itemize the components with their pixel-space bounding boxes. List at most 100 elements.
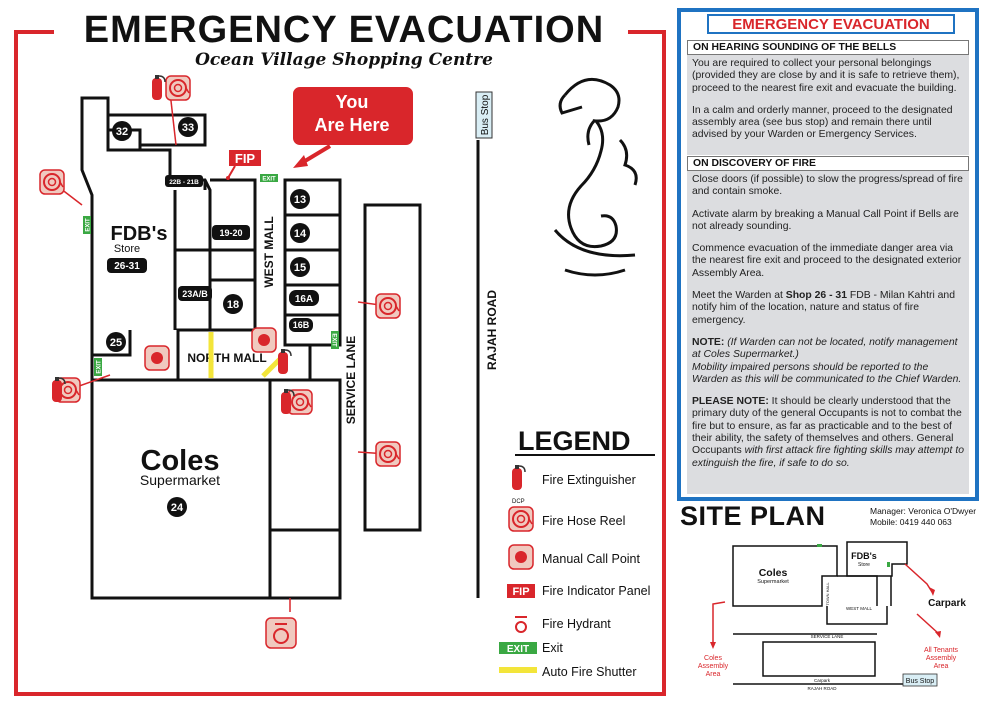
sp-carpark-top: Carpark	[928, 598, 966, 609]
fire-hose-reel-icon	[508, 506, 534, 532]
evacuation-instructions-panel: EMERGENCY EVACUATION ON HEARING SOUNDING…	[677, 8, 979, 501]
coles-name: Coles	[141, 445, 220, 477]
shop-15: 15	[294, 262, 306, 274]
coles-assembly-2: Assembly	[698, 663, 729, 670]
fire-hydrant-marker	[265, 617, 297, 649]
svg-text:Fire Hydrant: Fire Hydrant	[542, 617, 611, 631]
fdb-number: 26-31	[114, 261, 140, 272]
svg-text:Exit: Exit	[542, 641, 563, 655]
coles-sub: Supermarket	[140, 472, 220, 488]
page-title: EMERGENCY EVACUATION	[83, 9, 605, 51]
fire-shutter-icon	[499, 667, 537, 673]
svg-text:Auto Fire Shutter: Auto Fire Shutter	[542, 665, 637, 679]
section-body-fire: Close doors (if possible) to slow the pr…	[687, 171, 969, 494]
bus-stop-sign: Bus Stop	[475, 91, 493, 139]
coles-assembly-1: Coles	[704, 655, 722, 662]
shop-25: 25	[110, 337, 122, 349]
west-mall-label: WEST MALL	[262, 216, 276, 287]
you-are-here-marker: You Are Here	[291, 85, 415, 168]
svg-text:Fire Extinguisher: Fire Extinguisher	[542, 473, 636, 487]
fdb-name: FDB's	[111, 223, 168, 245]
shop-19-20: 19-20	[219, 228, 242, 238]
section-heading-fire: ON DISCOVERY OF FIRE	[687, 156, 969, 171]
sp-town-hall: TOWN HALL	[825, 582, 830, 606]
shop-32: 32	[116, 126, 128, 138]
sp-west-mall: WEST MALL	[846, 606, 872, 611]
fire-paragraph-1: Close doors (if possible) to slow the pr…	[692, 174, 963, 198]
tenants-assembly-3: Area	[934, 663, 949, 670]
manual-call-point-icon	[508, 544, 534, 570]
rajah-road-label: RAJAH ROAD	[485, 290, 499, 370]
legend-item-fip: FIP Fire Indicator Panel	[507, 584, 650, 598]
seahorse-logo	[553, 77, 638, 277]
site-plan-map: Coles Supermarket FDB's Store TOWN HALL …	[698, 541, 966, 691]
shop-18: 18	[227, 299, 239, 311]
north-mall-label: NORTH MALL	[187, 351, 266, 365]
shop-24: 24	[171, 502, 184, 514]
svg-text:Fire Hose Reel: Fire Hose Reel	[542, 514, 625, 528]
legend-item-call-point: Manual Call Point	[508, 544, 640, 570]
sp-fdbs-sub: Store	[858, 562, 870, 568]
legend-item-extinguisher: DCP Fire Extinguisher	[511, 464, 636, 505]
floor-plan: EXIT 32	[39, 74, 655, 679]
sp-coles-sub: Supermarket	[757, 579, 789, 585]
svg-text:DCP: DCP	[512, 499, 525, 505]
please-note-paragraph: PLEASE NOTE: It should be clearly unders…	[692, 396, 964, 469]
info-title: EMERGENCY EVACUATION	[707, 14, 955, 34]
svg-text:Manual Call Point: Manual Call Point	[542, 552, 640, 566]
legend: LEGEND DCP Fire Extinguisher Fire Hose R…	[499, 426, 655, 679]
shop-16b: 16B	[293, 320, 310, 330]
legend-title: LEGEND	[518, 426, 631, 456]
note-paragraph: NOTE: (If Warden can not be located, not…	[692, 336, 958, 361]
building-walls	[80, 96, 480, 600]
map-frame	[14, 30, 666, 696]
svg-text:Are Here: Are Here	[314, 115, 389, 135]
exit-sign-icon	[499, 642, 537, 654]
shop-23ab: 23A/B	[182, 289, 208, 299]
section-heading-bells: ON HEARING SOUNDING OF THE BELLS	[687, 40, 969, 55]
svg-text:Bus Stop: Bus Stop	[480, 94, 491, 135]
sp-fdbs: FDB's	[851, 551, 877, 561]
svg-text:EXIT: EXIT	[507, 644, 529, 655]
service-lane-label: SERVICE LANE	[344, 336, 358, 424]
fire-hydrant-icon	[515, 621, 527, 633]
section-body-bells: You are required to collect your persona…	[687, 55, 969, 155]
page-subtitle: Ocean Village Shopping Centre	[195, 50, 493, 70]
fire-extinguisher-icon	[511, 464, 526, 491]
fip-marker: FIP	[226, 150, 261, 180]
fire-paragraph-2: Activate alarm by breaking a Manual Call…	[692, 208, 959, 232]
shop-22b-21b: 22B - 21B	[169, 179, 199, 186]
bells-paragraph-2: In a calm and orderly manner, proceed to…	[692, 104, 953, 141]
shop-badges: 32 33 22B - 21B 19-20 23A/B 18 13 14 15 …	[106, 117, 319, 517]
tenants-assembly-1: All Tenants	[924, 647, 959, 654]
manager-mobile: Mobile: 0419 440 063	[870, 517, 952, 527]
svg-text:FIP: FIP	[235, 151, 256, 166]
shop-16a: 16A	[295, 294, 313, 305]
sp-rajah-road: RAJAH ROAD	[807, 686, 837, 691]
shop-33: 33	[182, 122, 194, 134]
sp-coles: Coles	[759, 567, 788, 579]
sp-service-lane: SERVICE LANE	[811, 634, 844, 639]
sp-carpark-bottom: Carpark	[814, 678, 831, 683]
svg-text:You: You	[336, 92, 369, 112]
svg-text:FIP: FIP	[512, 586, 529, 598]
frame-top-right	[628, 30, 666, 34]
tenants-assembly-2: Assembly	[926, 655, 957, 662]
fip-icon	[507, 584, 535, 598]
legend-item-hose-reel: Fire Hose Reel	[508, 506, 625, 532]
coles-assembly-3: Area	[706, 671, 721, 678]
svg-text:Fire Indicator Panel: Fire Indicator Panel	[542, 584, 650, 598]
legend-item-hydrant: Fire Hydrant	[515, 616, 611, 633]
frame-top-left	[14, 30, 54, 34]
fdb-store: Store	[114, 243, 140, 255]
shop-14: 14	[294, 228, 307, 240]
bells-paragraph-1: You are required to collect your persona…	[692, 58, 960, 94]
fire-paragraph-4: Meet the Warden at Shop 26 - 31 FDB - Mi…	[692, 290, 955, 326]
legend-item-exit: EXIT Exit	[499, 641, 563, 655]
sp-bus-stop: Bus Stop	[906, 678, 935, 685]
shop-13: 13	[294, 194, 306, 206]
legend-item-shutter: Auto Fire Shutter	[499, 665, 637, 679]
manager-contact: Manager: Veronica O'Dwyer Mobile: 0419 4…	[870, 506, 976, 528]
note-paragraph-2: Mobility impaired persons should be repo…	[692, 361, 962, 385]
fire-paragraph-3: Commence evacuation of the immediate dan…	[692, 243, 962, 279]
